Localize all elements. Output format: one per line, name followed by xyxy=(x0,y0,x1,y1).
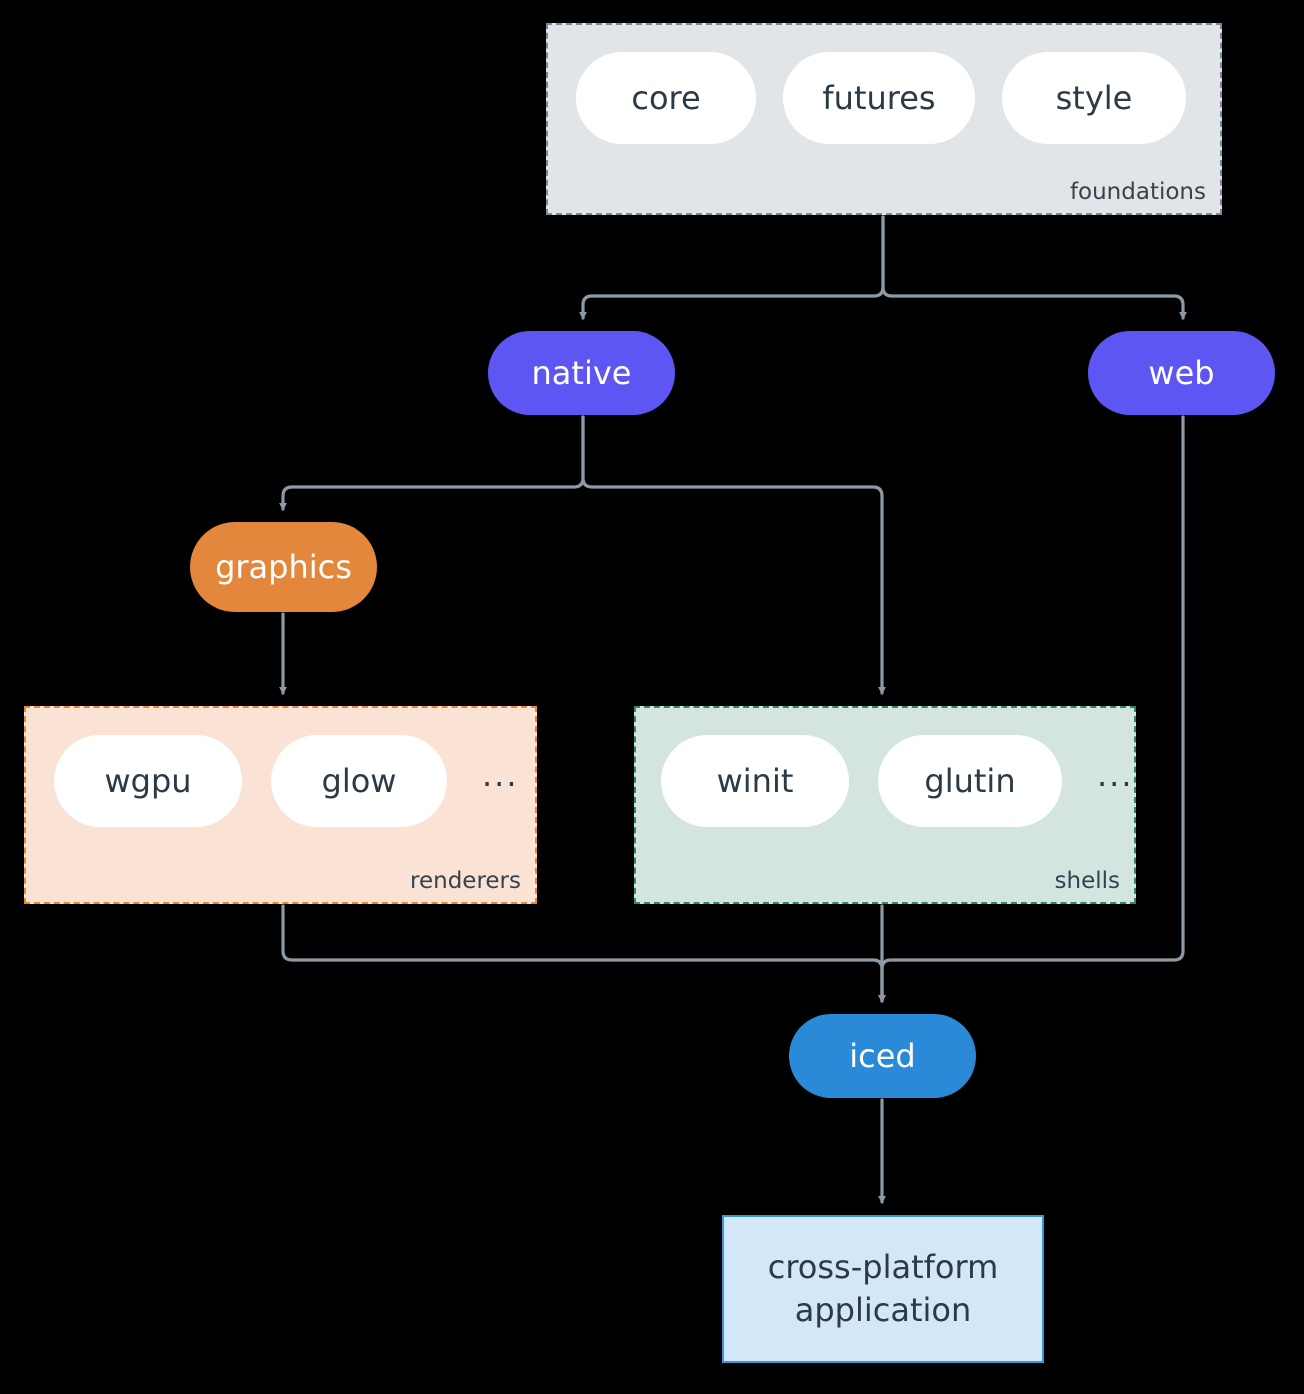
edge-foundations-to-web xyxy=(881,215,1187,320)
group-shells: winit glutin ... shells xyxy=(634,706,1136,904)
node-application-line1: cross-platform xyxy=(767,1247,999,1286)
node-web-label: web xyxy=(1148,354,1215,392)
pill-core[interactable]: core xyxy=(576,52,756,144)
edge-foundations-to-native xyxy=(579,215,885,320)
renderers-pill-row: wgpu glow ... xyxy=(54,735,519,827)
node-iced-label: iced xyxy=(849,1037,916,1075)
pill-wgpu[interactable]: wgpu xyxy=(54,735,242,827)
pill-winit-label: winit xyxy=(716,762,794,800)
node-application[interactable]: cross-platform application xyxy=(722,1215,1044,1363)
edge-native-to-shells xyxy=(581,415,886,695)
pill-futures-label: futures xyxy=(822,79,936,117)
pill-glutin[interactable]: glutin xyxy=(878,735,1062,827)
edge-native-to-graphics xyxy=(279,415,585,511)
node-graphics-label: graphics xyxy=(215,548,352,586)
pill-wgpu-label: wgpu xyxy=(104,762,192,800)
pill-glow[interactable]: glow xyxy=(271,735,447,827)
pill-style[interactable]: style xyxy=(1002,52,1186,144)
edge-renderers-to-iced xyxy=(281,904,886,1003)
node-web[interactable]: web xyxy=(1088,331,1275,415)
foundations-pill-row: core futures style xyxy=(576,52,1186,144)
node-native[interactable]: native xyxy=(488,331,675,415)
pill-futures[interactable]: futures xyxy=(783,52,975,144)
node-application-line2: application xyxy=(794,1291,972,1329)
group-renderers: wgpu glow ... renderers xyxy=(24,706,537,904)
pill-style-label: style xyxy=(1055,79,1133,117)
shells-pill-row: winit glutin ... xyxy=(661,735,1134,827)
shells-more-ellipsis: ... xyxy=(1097,756,1134,794)
pill-glow-label: glow xyxy=(321,762,397,800)
pill-glutin-label: glutin xyxy=(924,762,1016,800)
node-iced[interactable]: iced xyxy=(789,1014,976,1098)
pill-winit[interactable]: winit xyxy=(661,735,849,827)
group-foundations: core futures style foundations xyxy=(546,23,1222,215)
group-renderers-label: renderers xyxy=(410,868,521,894)
node-graphics[interactable]: graphics xyxy=(190,522,377,612)
renderers-more-ellipsis: ... xyxy=(482,756,519,794)
node-native-label: native xyxy=(531,354,632,392)
pill-core-label: core xyxy=(631,79,701,117)
group-shells-label: shells xyxy=(1054,868,1120,894)
group-foundations-label: foundations xyxy=(1069,179,1206,205)
